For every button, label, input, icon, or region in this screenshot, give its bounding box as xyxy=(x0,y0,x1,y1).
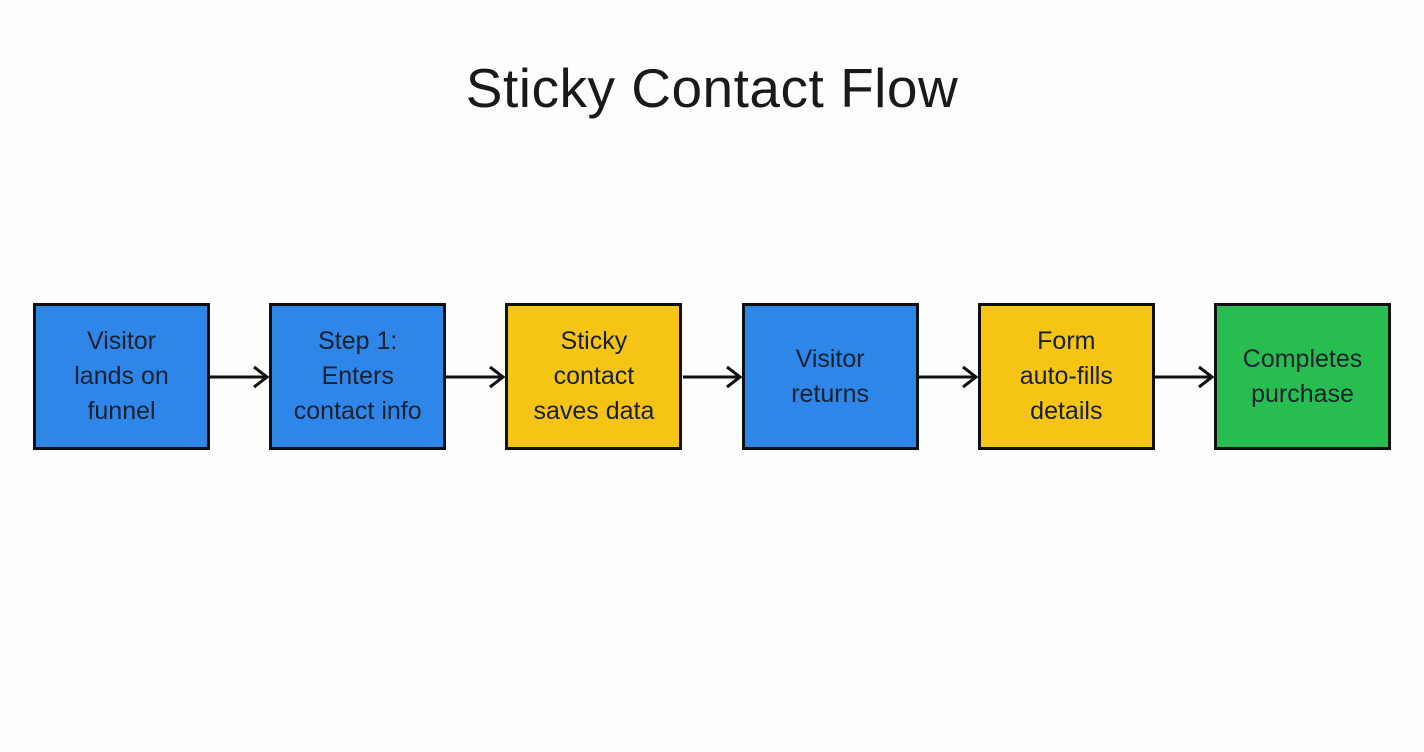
flow-node-visitor-returns: Visitor returns xyxy=(741,303,919,450)
diagram-title: Sticky Contact Flow xyxy=(465,57,959,119)
flow-node-step-1-enters-contact-info: Step 1: Enters contact info xyxy=(269,303,447,450)
flow-node-form-auto-fills-details: Form auto-fills details xyxy=(977,303,1155,450)
arrow-right-icon xyxy=(682,303,742,450)
flow-node-label: Visitor returns xyxy=(791,344,870,408)
arrow-right-icon xyxy=(210,303,270,450)
flow-node-label: Completes purchase xyxy=(1242,344,1363,408)
flow-node-completes-purchase: Completes purchase xyxy=(1214,303,1392,450)
flow-node-sticky-contact-saves-data: Sticky contact saves data xyxy=(505,303,683,450)
arrow-right-icon xyxy=(446,303,506,450)
flow-node-label: Visitor lands on funnel xyxy=(74,327,169,425)
flow-node-visitor-lands-on-funnel: Visitor lands on funnel xyxy=(33,303,210,450)
flow-node-label: Sticky contact saves data xyxy=(533,327,655,425)
flow-row: Visitor lands on funnel Step 1: Enters c… xyxy=(33,303,1392,450)
arrow-right-icon xyxy=(1154,303,1214,450)
flow-node-label: Form auto-fills details xyxy=(1019,327,1113,425)
flow-node-label: Step 1: Enters contact info xyxy=(293,327,422,425)
arrow-right-icon xyxy=(918,303,978,450)
